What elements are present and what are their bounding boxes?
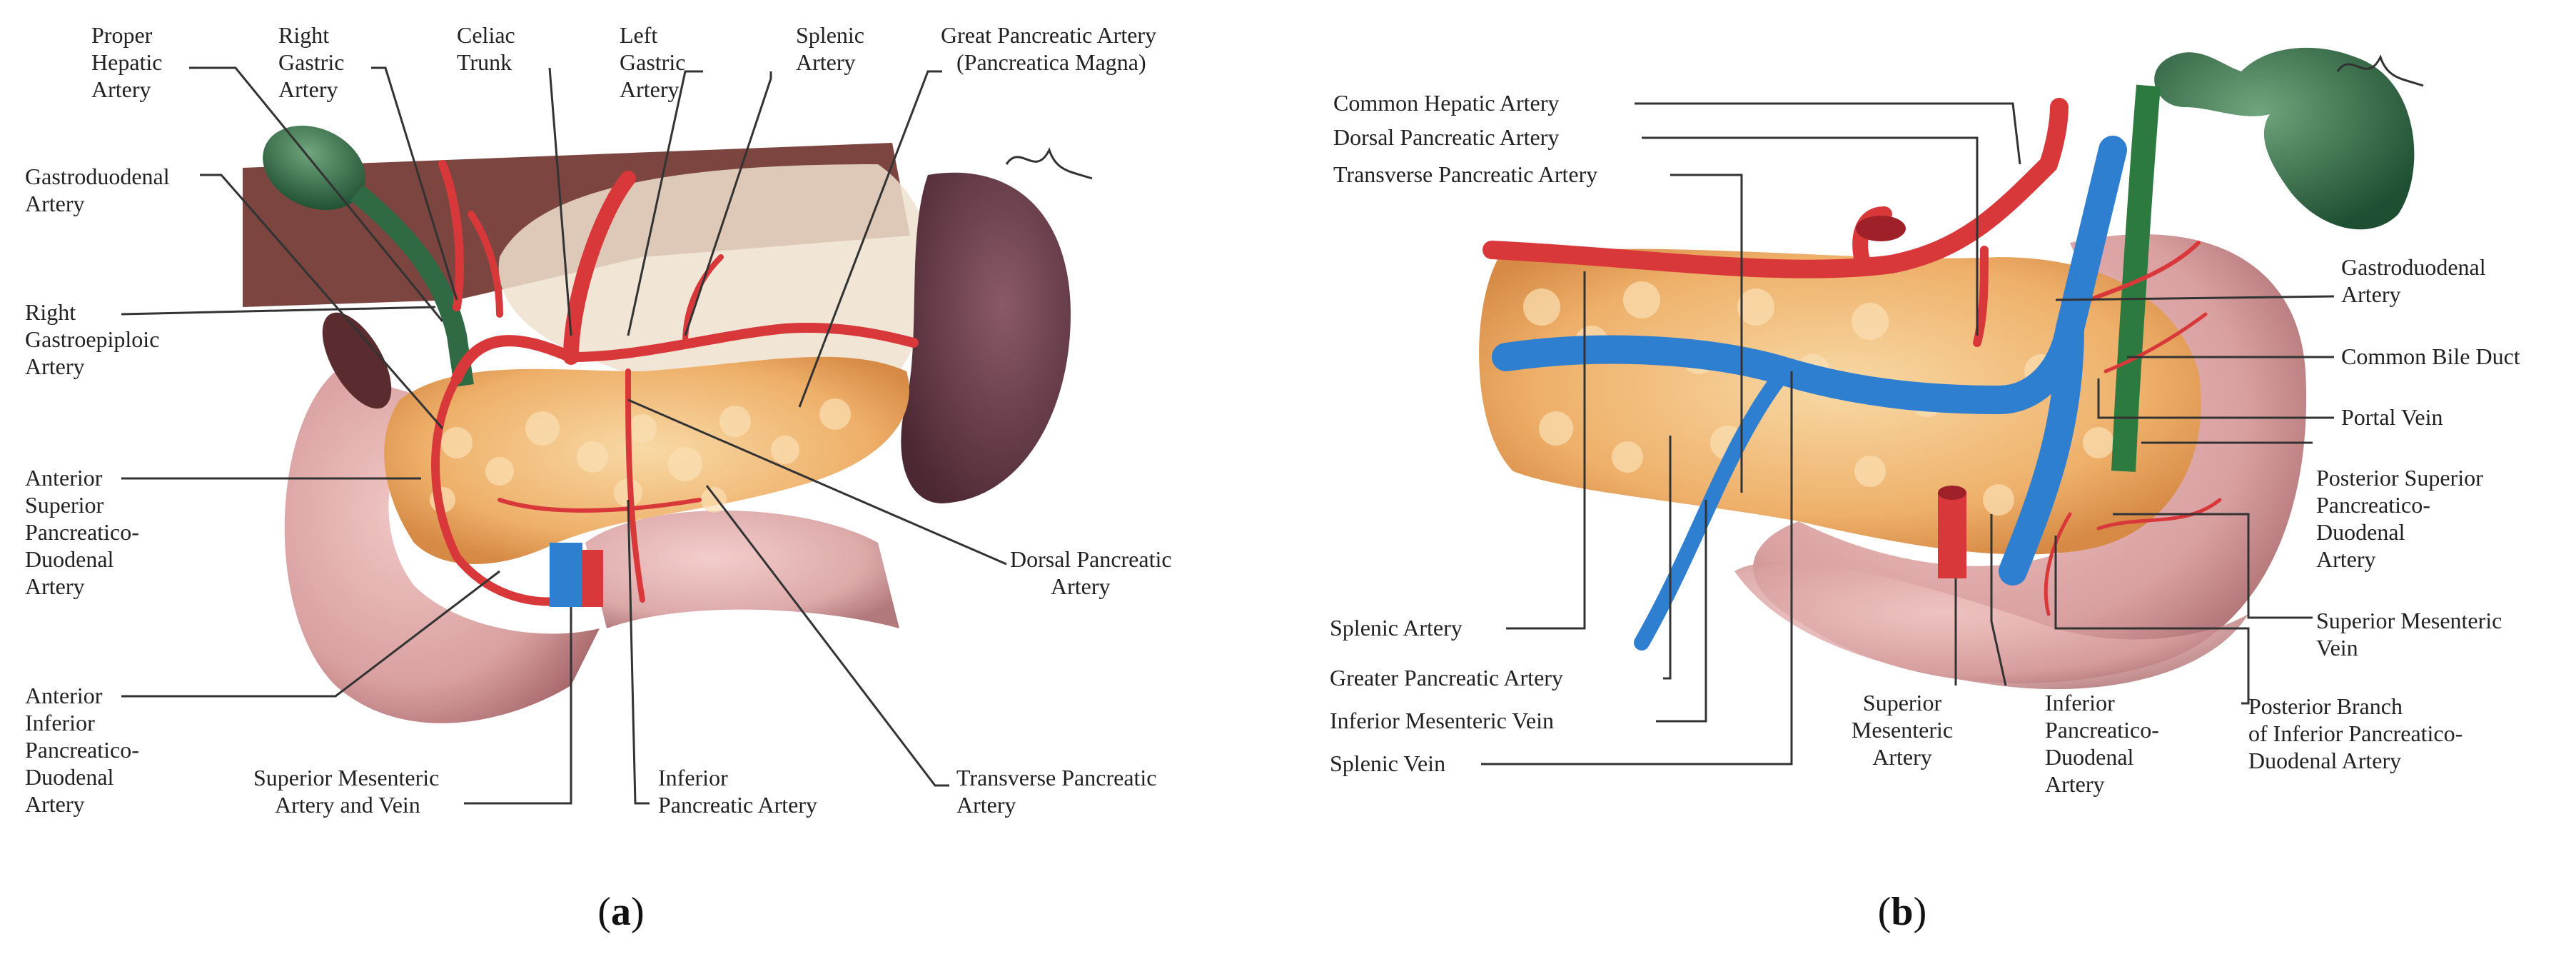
- label-inferior-mesenteric-vein: Inferior Mesenteric Vein: [1330, 708, 1554, 733]
- label-common-bile-duct: Common Bile Duct: [2341, 343, 2520, 369]
- label-dorsal-pancreatic-artery-b: Dorsal Pancreatic Artery: [1333, 124, 1559, 150]
- sma-b: [1938, 493, 1966, 578]
- duodenum-shape: [284, 371, 600, 723]
- caption-a: (a): [597, 890, 644, 934]
- panel-a-leaders: [121, 66, 1007, 805]
- label-splenic-artery-b: Splenic Artery: [1330, 615, 1463, 641]
- gallbladder-b-shape: [2154, 47, 2415, 230]
- duodenum-opening: [322, 312, 392, 409]
- label-common-hepatic-artery: Common Hepatic Artery: [1333, 90, 1559, 116]
- aortic-arch-b: [1856, 216, 1906, 241]
- label-great-pancreatic-artery: Great Pancreatic Artery(Pancreatica Magn…: [941, 22, 1156, 75]
- panel-a-illustration: [243, 125, 1071, 723]
- artist-signature-a: [1005, 147, 1093, 180]
- jejunum-shape: [585, 511, 899, 628]
- gallbladder-shape: [263, 125, 365, 211]
- pancreas-shape: [384, 356, 909, 564]
- caption-b: (b): [1878, 890, 1926, 934]
- common-bile-duct: [2111, 84, 2161, 472]
- panel-b-illustration: [1479, 47, 2415, 690]
- label-splenic-vein: Splenic Vein: [1330, 750, 1445, 776]
- pancreas-lobules: [430, 398, 851, 513]
- pancreas-b-shape: [1479, 248, 2201, 555]
- arteries-a: [431, 160, 919, 606]
- sm-artery: [582, 550, 603, 607]
- bile-duct-shape: [350, 185, 474, 387]
- panel-b-labels: Common Hepatic Artery Dorsal Pancreatic …: [1330, 90, 2520, 797]
- artist-signature-b: [2336, 54, 2424, 87]
- label-transverse-pancreatic-artery-b: Transverse Pancreatic Artery: [1333, 161, 1597, 187]
- label-portal-vein: Portal Vein: [2341, 404, 2443, 430]
- panel-b-leaders: [1481, 102, 2335, 765]
- label-greater-pancreatic-artery: Greater Pancreatic Artery: [1330, 665, 1563, 691]
- veins-b: [1492, 136, 2127, 651]
- sma-b-lumen: [1938, 486, 1966, 500]
- spleen-shape: [901, 172, 1071, 503]
- sm-vessels: [550, 543, 582, 607]
